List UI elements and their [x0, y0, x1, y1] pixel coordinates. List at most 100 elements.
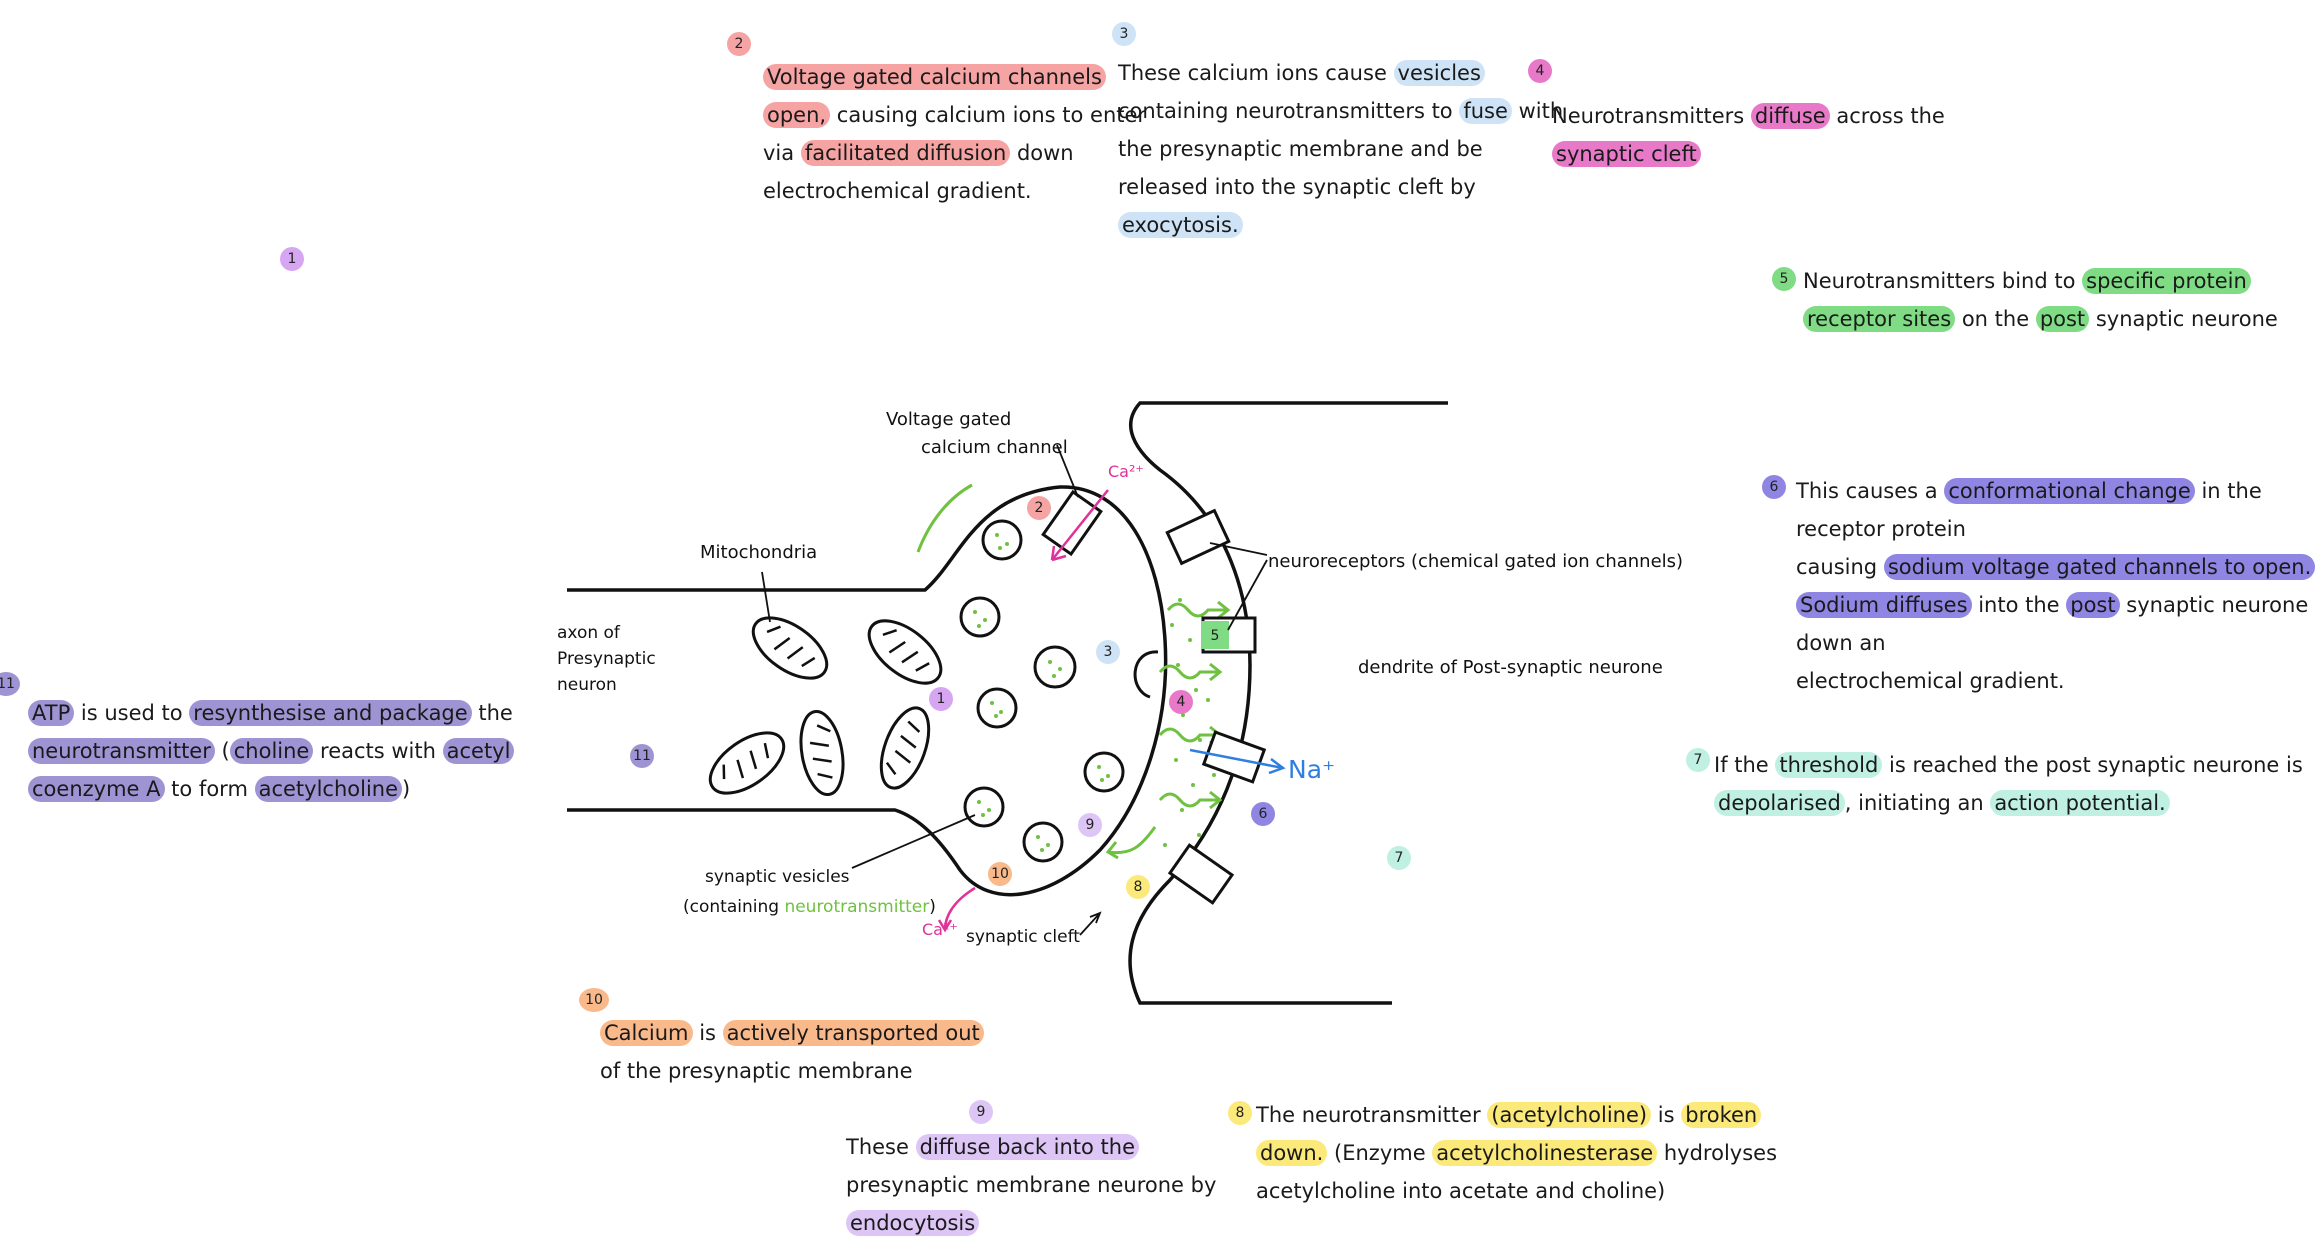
highlight: conformational change [1944, 478, 2195, 504]
calcium-channel [1041, 489, 1103, 557]
step-11-line: ATP is used to resynthesise and package … [28, 694, 514, 732]
step-2-line: open, causing calcium ions to enter [763, 96, 1146, 134]
text: ) [402, 777, 411, 801]
bound-receptor-highlight [1201, 621, 1229, 649]
highlight: ATP [28, 700, 75, 726]
highlight: coenzyme A [28, 776, 165, 802]
text: causing [1796, 555, 1884, 579]
step-3-line: the presynaptic membrane and be [1118, 137, 1483, 161]
highlight: choline [229, 738, 314, 764]
highlight: acetyl [442, 738, 515, 764]
step-3-line: These calcium ions cause vesicles [1118, 54, 1563, 92]
text: synaptic neurone down an [1796, 593, 2309, 655]
highlight: exocytosis. [1118, 212, 1243, 238]
synaptic-vesicle [1033, 645, 1077, 689]
mitochondria-label: Mitochondria [700, 542, 818, 563]
step-2-number: 2 [727, 32, 751, 56]
synaptic-vesicle [963, 786, 1005, 828]
mitochondria-group [708, 616, 943, 797]
highlight: fuse [1459, 98, 1512, 124]
step-7-text: If the threshold is reached the post syn… [1714, 746, 2303, 822]
step-9-line: These diffuse back into the [846, 1128, 1216, 1166]
step-2-line: via facilitated diffusion down [763, 134, 1146, 172]
highlight: endocytosis [846, 1210, 980, 1236]
axon-label-line2: Presynaptic [557, 649, 656, 669]
text: , initiating an [1844, 791, 1991, 815]
step-6-line: causing sodium voltage gated channels to… [1796, 548, 2316, 586]
highlight: broken [1681, 1102, 1762, 1128]
step-5-number: 5 [1772, 267, 1796, 291]
mitochondrion [708, 731, 786, 795]
highlight: resynthesise and package [189, 700, 472, 726]
marker-7: 7 [1387, 846, 1411, 870]
calcium-label-bottom: Ca²⁺ [922, 920, 958, 939]
step-7-number: 7 [1686, 748, 1710, 772]
step-8-text: The neurotransmitter (acetylcholine) is … [1256, 1096, 1777, 1210]
step-3-text: These calcium ions cause vesicles contai… [1118, 54, 1563, 244]
vesicle-group [959, 519, 1159, 863]
axon-label-line3: neuron [557, 675, 617, 695]
reuptake-arrow [1105, 826, 1157, 860]
highlight: action potential. [1990, 790, 2170, 816]
calcium-exit-arrow [937, 886, 976, 933]
highlight: post [2035, 306, 2090, 332]
highlight: specific protein [2082, 268, 2251, 294]
vesicles-label-line1: synaptic vesicles [705, 867, 850, 887]
highlight: acetylcholinesterase [1432, 1140, 1658, 1166]
highlight: Sodium diffuses [1796, 592, 1972, 618]
highlight: diffuse back into the [915, 1134, 1140, 1160]
vgcc-label: Voltage gated calcium channel [886, 406, 1068, 462]
sodium-arrow [1189, 748, 1286, 775]
marker-2: 2 [1027, 496, 1051, 520]
highlight: acetylcholine [254, 776, 403, 802]
step-8-line: acetylcholine into acetate and choline) [1256, 1179, 1666, 1203]
text: (Enzyme [1327, 1141, 1433, 1165]
vesicles-label-part: ) [929, 897, 936, 917]
step-8-line: The neurotransmitter (acetylcholine) is … [1256, 1096, 1777, 1134]
highlight: post [2066, 592, 2120, 618]
highlight: open, [763, 102, 831, 128]
step-11-number: 11 [0, 672, 20, 696]
text: the [471, 701, 513, 725]
text: hydrolyses [1657, 1141, 1778, 1165]
text: is [692, 1021, 723, 1045]
presynaptic-membrane [567, 485, 1168, 897]
text: is [1651, 1103, 1682, 1127]
step-5-line: receptor sites on the post synaptic neur… [1803, 300, 2278, 338]
highlight: sodium voltage gated channels to open. [1883, 554, 2316, 580]
calcium-entry-arrow [1050, 489, 1109, 562]
synaptic-vesicle [976, 687, 1018, 729]
text: Neurotransmitters bind to [1803, 269, 2083, 293]
step-6-number: 6 [1762, 475, 1786, 499]
step-11-line: neurotransmitter (choline reacts with ac… [28, 732, 515, 770]
mitochondrion [867, 619, 943, 685]
mitochondrion [799, 709, 845, 797]
step-9-number: 9 [969, 1100, 993, 1124]
step-6-line: Sodium diffuses into the post synaptic n… [1796, 586, 2316, 662]
cleft-label: synaptic cleft [966, 927, 1080, 947]
text: These [846, 1135, 916, 1159]
text: across the [1829, 104, 1945, 128]
text: is reached the post synaptic neurone is [1882, 753, 2303, 777]
step-10-line: of the presynaptic membrane [600, 1059, 913, 1083]
fusing-vesicle [1133, 650, 1159, 699]
vesicles-label-line2: (containing neurotransmitter) [683, 892, 936, 922]
pointer-lines [761, 444, 1268, 936]
marker-9: 9 [1078, 813, 1102, 837]
text: via [763, 141, 801, 165]
sodium-label: Na⁺ [1288, 755, 1336, 784]
marker-5: 5 [1210, 628, 1220, 644]
diffusion-arrow [1158, 662, 1223, 682]
step-2-text: Voltage gated calcium channels open, cau… [763, 58, 1146, 210]
synaptic-vesicle [1083, 751, 1125, 793]
vesicles-label-part: (containing [683, 897, 785, 917]
step-10-text: Calcium is actively transported out of t… [600, 1014, 984, 1090]
step-4-text: Neurotransmitters diffuse across the syn… [1552, 97, 1945, 173]
mitochondrion [879, 706, 931, 790]
step-4-number: 4 [1528, 59, 1552, 83]
marker-3: 3 [1096, 640, 1120, 664]
marker-4: 4 [1169, 690, 1193, 714]
diffusion-arrow [1166, 600, 1231, 620]
step-5-text: Neurotransmitters bind to specific prote… [1803, 262, 2278, 338]
dendrite-label: dendrite of Post-synaptic neurone [1358, 657, 1663, 678]
